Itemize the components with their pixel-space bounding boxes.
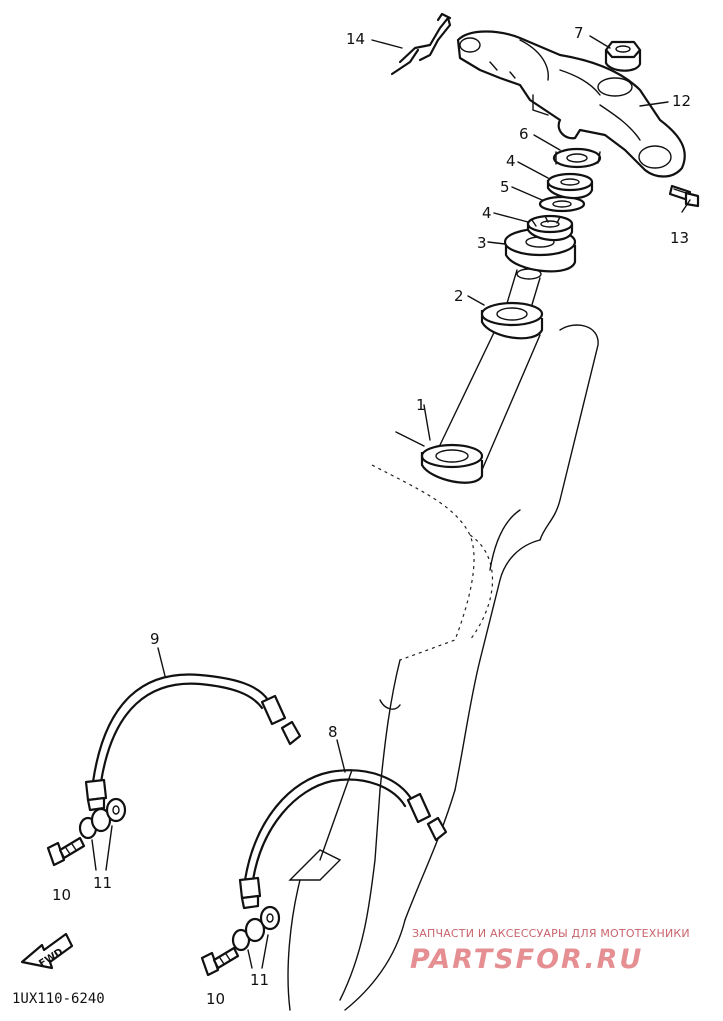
part-6-lock-washer [552, 147, 602, 169]
callout-14: 14 [346, 30, 365, 48]
callout-6: 6 [519, 125, 529, 143]
part-8-brake-hose [238, 769, 448, 910]
part-5-washer [538, 195, 586, 213]
part-3-bearing-cover [503, 227, 577, 273]
callout-7: 7 [574, 24, 584, 42]
part-2-upper-bearing [480, 301, 544, 340]
part-12-upper-bracket [456, 30, 686, 178]
part-10-union-bolt-right [200, 946, 240, 977]
callout-8: 8 [328, 723, 338, 741]
callout-2: 2 [454, 287, 464, 305]
part-4-ring-nut-lower [526, 214, 574, 242]
callout-3: 3 [477, 234, 487, 252]
frame-outline [287, 324, 599, 1011]
part-7-crown-nut [604, 40, 642, 72]
callout-10-right: 10 [206, 990, 225, 1008]
callout-10-left: 10 [52, 886, 71, 904]
part-10-union-bolt-left [46, 836, 86, 867]
watermark-caption: ЗАПЧАСТИ И АКСЕССУАРЫ ДЛЯ МОТОТЕХНИКИ [412, 927, 690, 940]
callout-13: 13 [670, 229, 689, 247]
callout-9: 9 [150, 630, 160, 648]
callout-1: 1 [416, 396, 426, 414]
reference-code: 1UX110-6240 [12, 991, 105, 1007]
part-13-bolt [668, 184, 700, 208]
callout-5: 5 [500, 178, 510, 196]
callout-labels: 1 2 3 4 5 4 6 7 8 9 10 10 11 11 12 13 14 [52, 24, 691, 1008]
callout-4-upper: 4 [506, 152, 516, 170]
fwd-arrow-icon: FWD [20, 932, 74, 970]
watermark-logo: PARTSFOR.RU [410, 944, 644, 975]
part-9-brake-hose [84, 673, 302, 812]
callout-11-right: 11 [250, 971, 269, 989]
part-1-lower-bearing [395, 431, 484, 484]
callout-4-lower: 4 [482, 204, 492, 222]
part-11-washers-left [78, 797, 127, 871]
steering-stem [439, 268, 542, 471]
part-11-washers-right [231, 905, 281, 969]
callout-12: 12 [672, 92, 691, 110]
leader-lines [157, 35, 691, 773]
part-14-clip [390, 12, 452, 76]
part-4-ring-nut-upper [546, 172, 594, 200]
callout-11-left: 11 [93, 874, 112, 892]
